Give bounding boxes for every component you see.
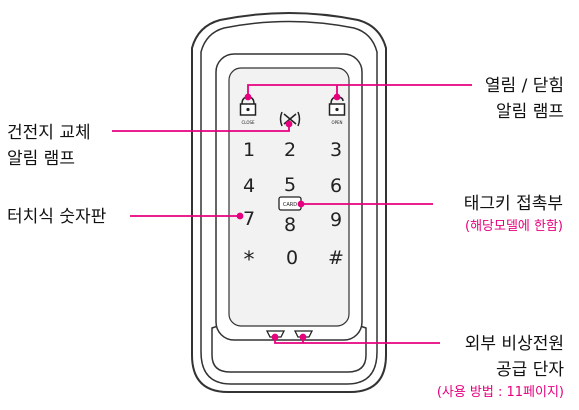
battery-line1: 건전지 교체 bbox=[7, 123, 91, 143]
lock-open-icon bbox=[328, 96, 346, 116]
open-close-line1: 열림 / 닫힘 bbox=[484, 76, 564, 96]
key-3[interactable]: 3 bbox=[330, 139, 342, 161]
key-4[interactable]: 4 bbox=[243, 175, 255, 197]
key-hash[interactable]: # bbox=[328, 247, 344, 269]
tag-key-line1: 태그키 접촉부 bbox=[463, 194, 563, 214]
open-label: OPEN bbox=[331, 120, 342, 125]
key-9[interactable]: 9 bbox=[330, 209, 342, 231]
tag-key-note: (해당모델에 한함) bbox=[465, 219, 563, 234]
close-label: CLOSE bbox=[241, 120, 255, 125]
key-8[interactable]: 8 bbox=[284, 214, 296, 236]
touch-pad-line1: 터치식 숫자판 bbox=[7, 207, 107, 227]
callout-battery-lamp: 건전지 교체 알림 램프 bbox=[7, 120, 91, 172]
callout-lines bbox=[112, 84, 472, 344]
emergency-note: (사용 방법 : 11페이지) bbox=[436, 385, 564, 400]
key-6[interactable]: 6 bbox=[330, 175, 342, 197]
card-label: CARD bbox=[283, 202, 297, 208]
keypad: 1 2 3 4 5 6 7 8 9 * 0 # bbox=[243, 139, 344, 273]
callout-emergency-power: 외부 비상전원 공급 단자 (사용 방법 : 11페이지) bbox=[437, 331, 564, 403]
battery-warning-icon bbox=[279, 111, 301, 127]
key-0[interactable]: 0 bbox=[286, 247, 298, 269]
emergency-line2: 공급 단자 bbox=[496, 360, 564, 380]
callout-open-close-lamp: 열림 / 닫힘 알림 램프 bbox=[485, 73, 564, 125]
key-1[interactable]: 1 bbox=[243, 139, 255, 161]
key-star[interactable]: * bbox=[244, 248, 255, 273]
line-open-close bbox=[247, 84, 472, 97]
emergency-line1: 외부 비상전원 bbox=[464, 334, 564, 354]
callout-touch-pad: 터치식 숫자판 bbox=[7, 204, 106, 230]
key-7[interactable]: 7 bbox=[243, 208, 255, 230]
open-close-line2: 알림 램프 bbox=[496, 102, 564, 122]
callout-tag-key: 태그키 접촉부 (해당모델에 한함) bbox=[464, 191, 563, 237]
key-2[interactable]: 2 bbox=[284, 139, 296, 161]
key-5[interactable]: 5 bbox=[284, 174, 296, 196]
battery-line2: 알림 램프 bbox=[7, 149, 75, 169]
